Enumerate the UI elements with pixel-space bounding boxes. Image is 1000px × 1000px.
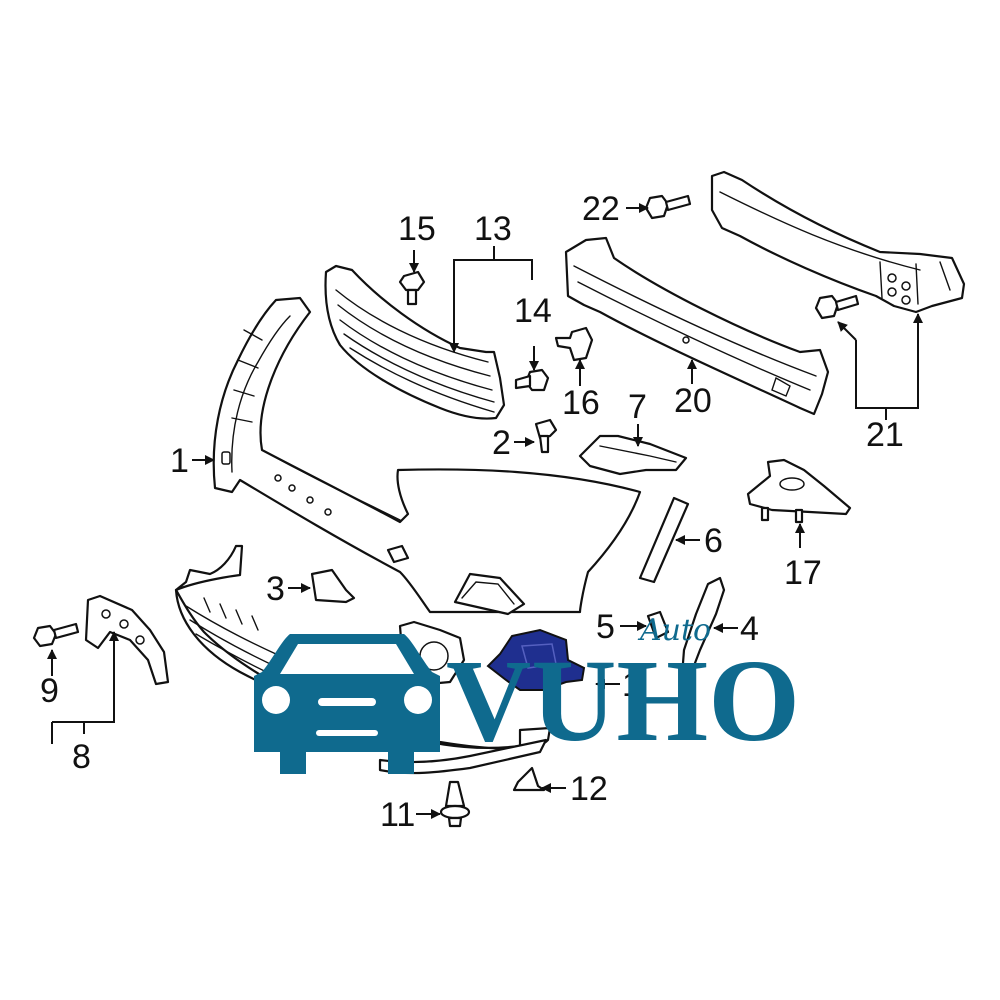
callout-13: 13 [474,210,512,248]
callout-4: 4 [740,610,759,648]
bracket-4 [680,576,726,678]
callout-11: 11 [380,796,415,834]
clip-5 [646,610,670,640]
callout-16: 16 [562,384,600,422]
reinforcement-bar [710,170,966,314]
callout-2: 2 [492,424,511,462]
strip-6 [638,496,690,584]
impact-absorber [564,236,830,416]
bracket-17 [746,458,852,524]
bolt-9 [32,622,80,648]
clip-11 [439,780,471,828]
callout-5: 5 [596,608,615,646]
callout-9: 9 [40,672,59,710]
callout-22: 22 [582,190,620,228]
watermark-logo: VUHO Auto [254,613,800,774]
upper-grille [324,264,506,420]
bracket-7 [578,434,688,476]
callout-20: 20 [674,382,712,420]
bolt-21 [814,294,860,320]
watermark-brand: VUHO [446,635,800,766]
bumper-cover [212,296,642,616]
screw-14 [514,368,550,392]
callout-8: 8 [72,738,91,776]
bracket-8 [84,594,170,686]
callout-6: 6 [704,522,723,560]
clip-15 [398,270,426,306]
clip-2 [534,418,558,454]
callout-7: 7 [628,388,647,426]
callout-12: 12 [570,770,608,808]
bracket-16 [554,326,594,362]
leader-lines [47,203,923,819]
cover-3 [310,568,356,604]
callout-15: 15 [398,210,436,248]
callout-21: 21 [866,416,904,454]
callout-14: 14 [514,292,552,330]
clip-12 [512,766,546,792]
watermark-script: Auto [637,613,711,648]
callout-3: 3 [266,570,285,608]
callout-1b: 1 [622,666,641,704]
callout-1: 1 [170,442,189,480]
bolt-22 [644,194,692,220]
callout-labels: 1 1 2 3 4 5 6 7 8 9 11 12 13 14 15 16 17… [40,190,904,834]
callout-17: 17 [784,554,822,592]
highlighted-bracket [486,628,586,691]
